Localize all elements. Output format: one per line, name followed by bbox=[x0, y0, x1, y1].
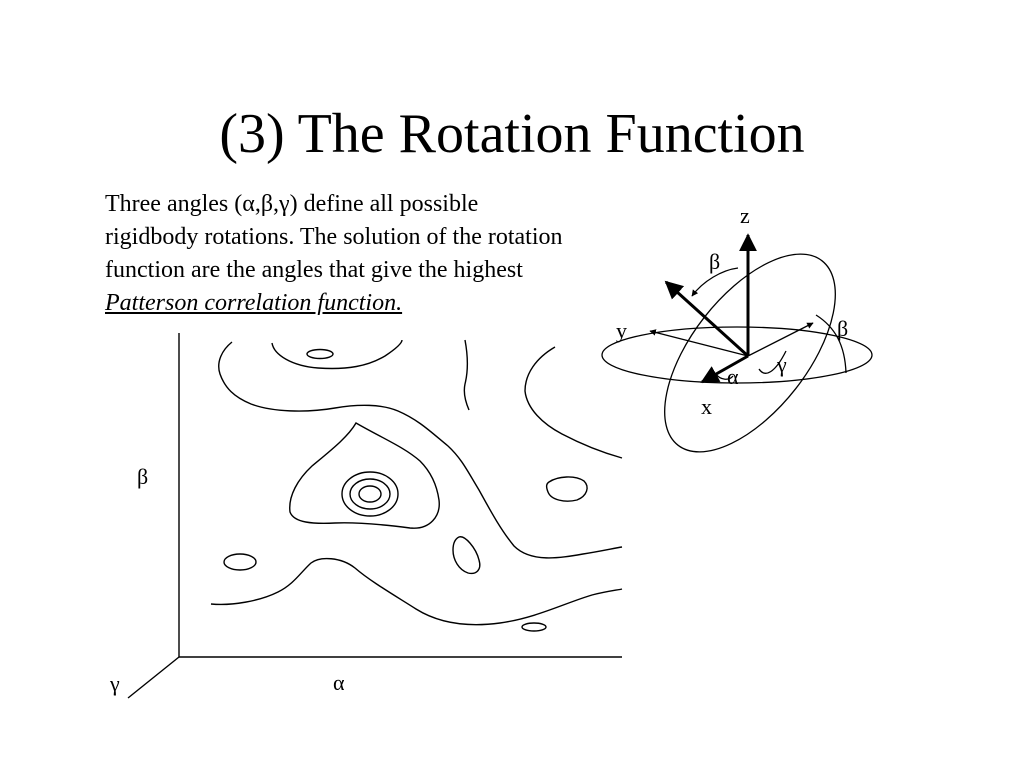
alpha-arc bbox=[715, 373, 734, 380]
gamma-angle-label: γ bbox=[776, 352, 787, 377]
contour-line-right-upper bbox=[524, 346, 623, 459]
rotated-right-axis-arrow bbox=[747, 322, 814, 357]
contour-blob-right bbox=[545, 476, 588, 502]
contour-line-left bbox=[218, 341, 623, 559]
contour-plot bbox=[127, 333, 623, 699]
beta-right-label: β bbox=[837, 316, 848, 341]
description-line-1: Three angles (α,β,γ) define all possible bbox=[105, 191, 479, 217]
rotated-z-axis-arrow bbox=[664, 280, 750, 358]
slide-title: (3) The Rotation Function bbox=[219, 103, 805, 165]
contour-line-bottom bbox=[210, 557, 623, 626]
z-axis-label: z bbox=[740, 203, 750, 228]
description-text: Three angles (α,β,γ) define all possible… bbox=[105, 188, 665, 320]
description-line-4: Patterson correlation function. bbox=[105, 290, 403, 316]
y-axis-label: y bbox=[616, 318, 627, 343]
contour-small-top bbox=[306, 348, 334, 360]
description-line-2: rigidbody rotations. The solution of the… bbox=[105, 224, 563, 250]
beta-top-arc bbox=[691, 267, 739, 297]
contour-peak-ring-2 bbox=[349, 478, 391, 510]
contour-ellipse-bottom bbox=[521, 622, 547, 632]
contour-z-axis bbox=[127, 656, 180, 699]
contour-peak-outer bbox=[289, 422, 440, 529]
contour-peak-ring-3 bbox=[341, 471, 399, 517]
contour-blob-middle bbox=[452, 536, 481, 575]
description-line-3: function are the angles that give the hi… bbox=[105, 257, 523, 283]
contour-beta-label: β bbox=[137, 464, 148, 489]
tilted-rotation-ellipse bbox=[664, 253, 836, 453]
x-axis-label: x bbox=[701, 394, 712, 419]
alpha-angle-label: α bbox=[727, 364, 739, 389]
contour-line-right-edge bbox=[463, 339, 470, 411]
y-axis-arrow bbox=[649, 329, 749, 357]
contour-peak-ring-1 bbox=[358, 485, 382, 503]
contour-line-top-hump bbox=[271, 339, 403, 370]
gamma-arc bbox=[758, 350, 787, 374]
contour-ellipse-left bbox=[223, 553, 257, 571]
contour-alpha-label: α bbox=[333, 670, 345, 695]
x-axis-arrow bbox=[700, 354, 749, 384]
rotation-diagram bbox=[601, 233, 873, 453]
horizontal-rotation-ellipse bbox=[601, 326, 873, 384]
beta-top-label: β bbox=[709, 249, 720, 274]
contour-gamma-label: γ bbox=[109, 671, 120, 696]
beta-right-arc bbox=[815, 314, 847, 374]
